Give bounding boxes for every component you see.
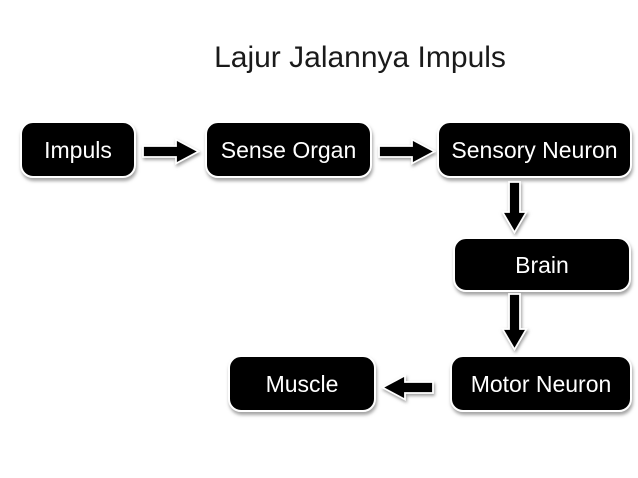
flow-node-brain: Brain — [453, 237, 631, 292]
flow-node-motor-neuron: Motor Neuron — [450, 355, 632, 412]
flow-node-label: Sense Organ — [220, 137, 357, 163]
slide-title: Lajur Jalannya Impuls — [214, 41, 506, 74]
flow-node-label: Motor Neuron — [470, 371, 612, 397]
arrow-left-motor-neuron-to-muscle — [381, 374, 434, 401]
flow-node-sense-organ: Sense Organ — [205, 121, 372, 178]
flow-node-label: Muscle — [265, 371, 339, 397]
flow-node-label: Brain — [515, 252, 569, 278]
arrow-down-brain-to-motor-neuron — [501, 293, 528, 351]
arrow-down-sensory-neuron-to-brain — [501, 181, 528, 234]
flow-node-sensory-neuron: Sensory Neuron — [437, 121, 632, 178]
flow-node-impuls: Impuls — [20, 121, 136, 178]
flow-node-label: Impuls — [44, 137, 112, 163]
arrow-right-sense-organ-to-sensory-neuron — [378, 138, 436, 165]
flow-node-muscle: Muscle — [228, 355, 376, 412]
arrow-right-impuls-to-sense-organ — [142, 138, 200, 165]
flow-node-label: Sensory Neuron — [451, 137, 618, 163]
